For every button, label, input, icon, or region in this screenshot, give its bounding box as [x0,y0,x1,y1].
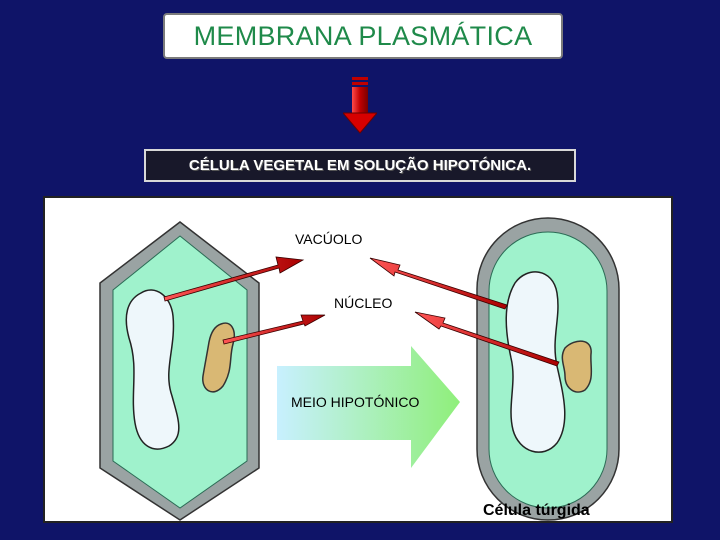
pointer-arrows [163,256,560,367]
nucleus-pointer-right [414,311,560,367]
diagram-panel: VACÚOLO NÚCLEO MEIO HIPOTÓNICO Célula tú… [43,196,673,523]
vacuole-pointer-left [163,256,305,302]
vacuole-pointer-right [369,257,508,310]
page-title-text: MEMBRANA PLASMÁTICA [193,20,533,51]
nucleus-label: NÚCLEO [334,295,393,311]
subtitle-text: CÉLULA VEGETAL EM SOLUÇÃO HIPOTÓNICA. [188,157,532,174]
down-arrow-icon [343,77,377,134]
vacuole [125,289,180,450]
nucleus-pointer-left [222,314,326,345]
page-title: MEMBRANA PLASMÁTICA [163,13,563,59]
diagram-canvas [99,217,620,521]
nucleus [561,340,593,393]
turgid-plant-cell [476,217,620,521]
turgid-cell-label: Célula túrgida [483,502,590,519]
medium-arrow [277,346,460,468]
normal-plant-cell [99,221,260,521]
medium-label: MEIO HIPOTÓNICO [291,394,420,410]
subtitle-banner: CÉLULA VEGETAL EM SOLUÇÃO HIPOTÓNICA. [144,149,576,182]
vacuole-label: VACÚOLO [295,231,363,247]
vacuole [505,271,566,453]
